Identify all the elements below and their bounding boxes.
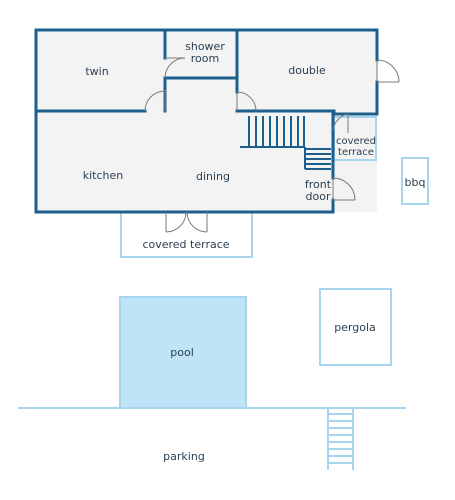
label-pool: pool	[170, 346, 194, 359]
room-label-double: double	[288, 64, 326, 77]
room-label-twin: twin	[85, 65, 108, 78]
bbq-outline	[401, 157, 429, 205]
label-pergola: pergola	[334, 321, 376, 334]
label-covered-terrace-side-line2: terrace	[338, 147, 374, 158]
room-label-shower-line1: shower	[185, 40, 225, 53]
pool-area	[119, 296, 247, 409]
staircase-exterior	[327, 408, 354, 470]
doors	[144, 57, 400, 233]
label-front-door-line1: front	[305, 178, 332, 191]
label-covered-terrace-bottom: covered terrace	[142, 238, 229, 251]
label-bbq: bbq	[405, 176, 426, 189]
label-parking: parking	[163, 450, 205, 463]
house-floor	[36, 30, 377, 212]
room-label-shower-line2: room	[191, 52, 219, 65]
pergola-outline	[319, 288, 392, 366]
label-front-door-line2: door	[306, 190, 331, 203]
label-covered-terrace-side-line1: covered	[336, 136, 376, 147]
staircase-interior	[240, 116, 331, 170]
room-label-dining: dining	[196, 170, 230, 183]
room-label-kitchen: kitchen	[83, 169, 124, 182]
